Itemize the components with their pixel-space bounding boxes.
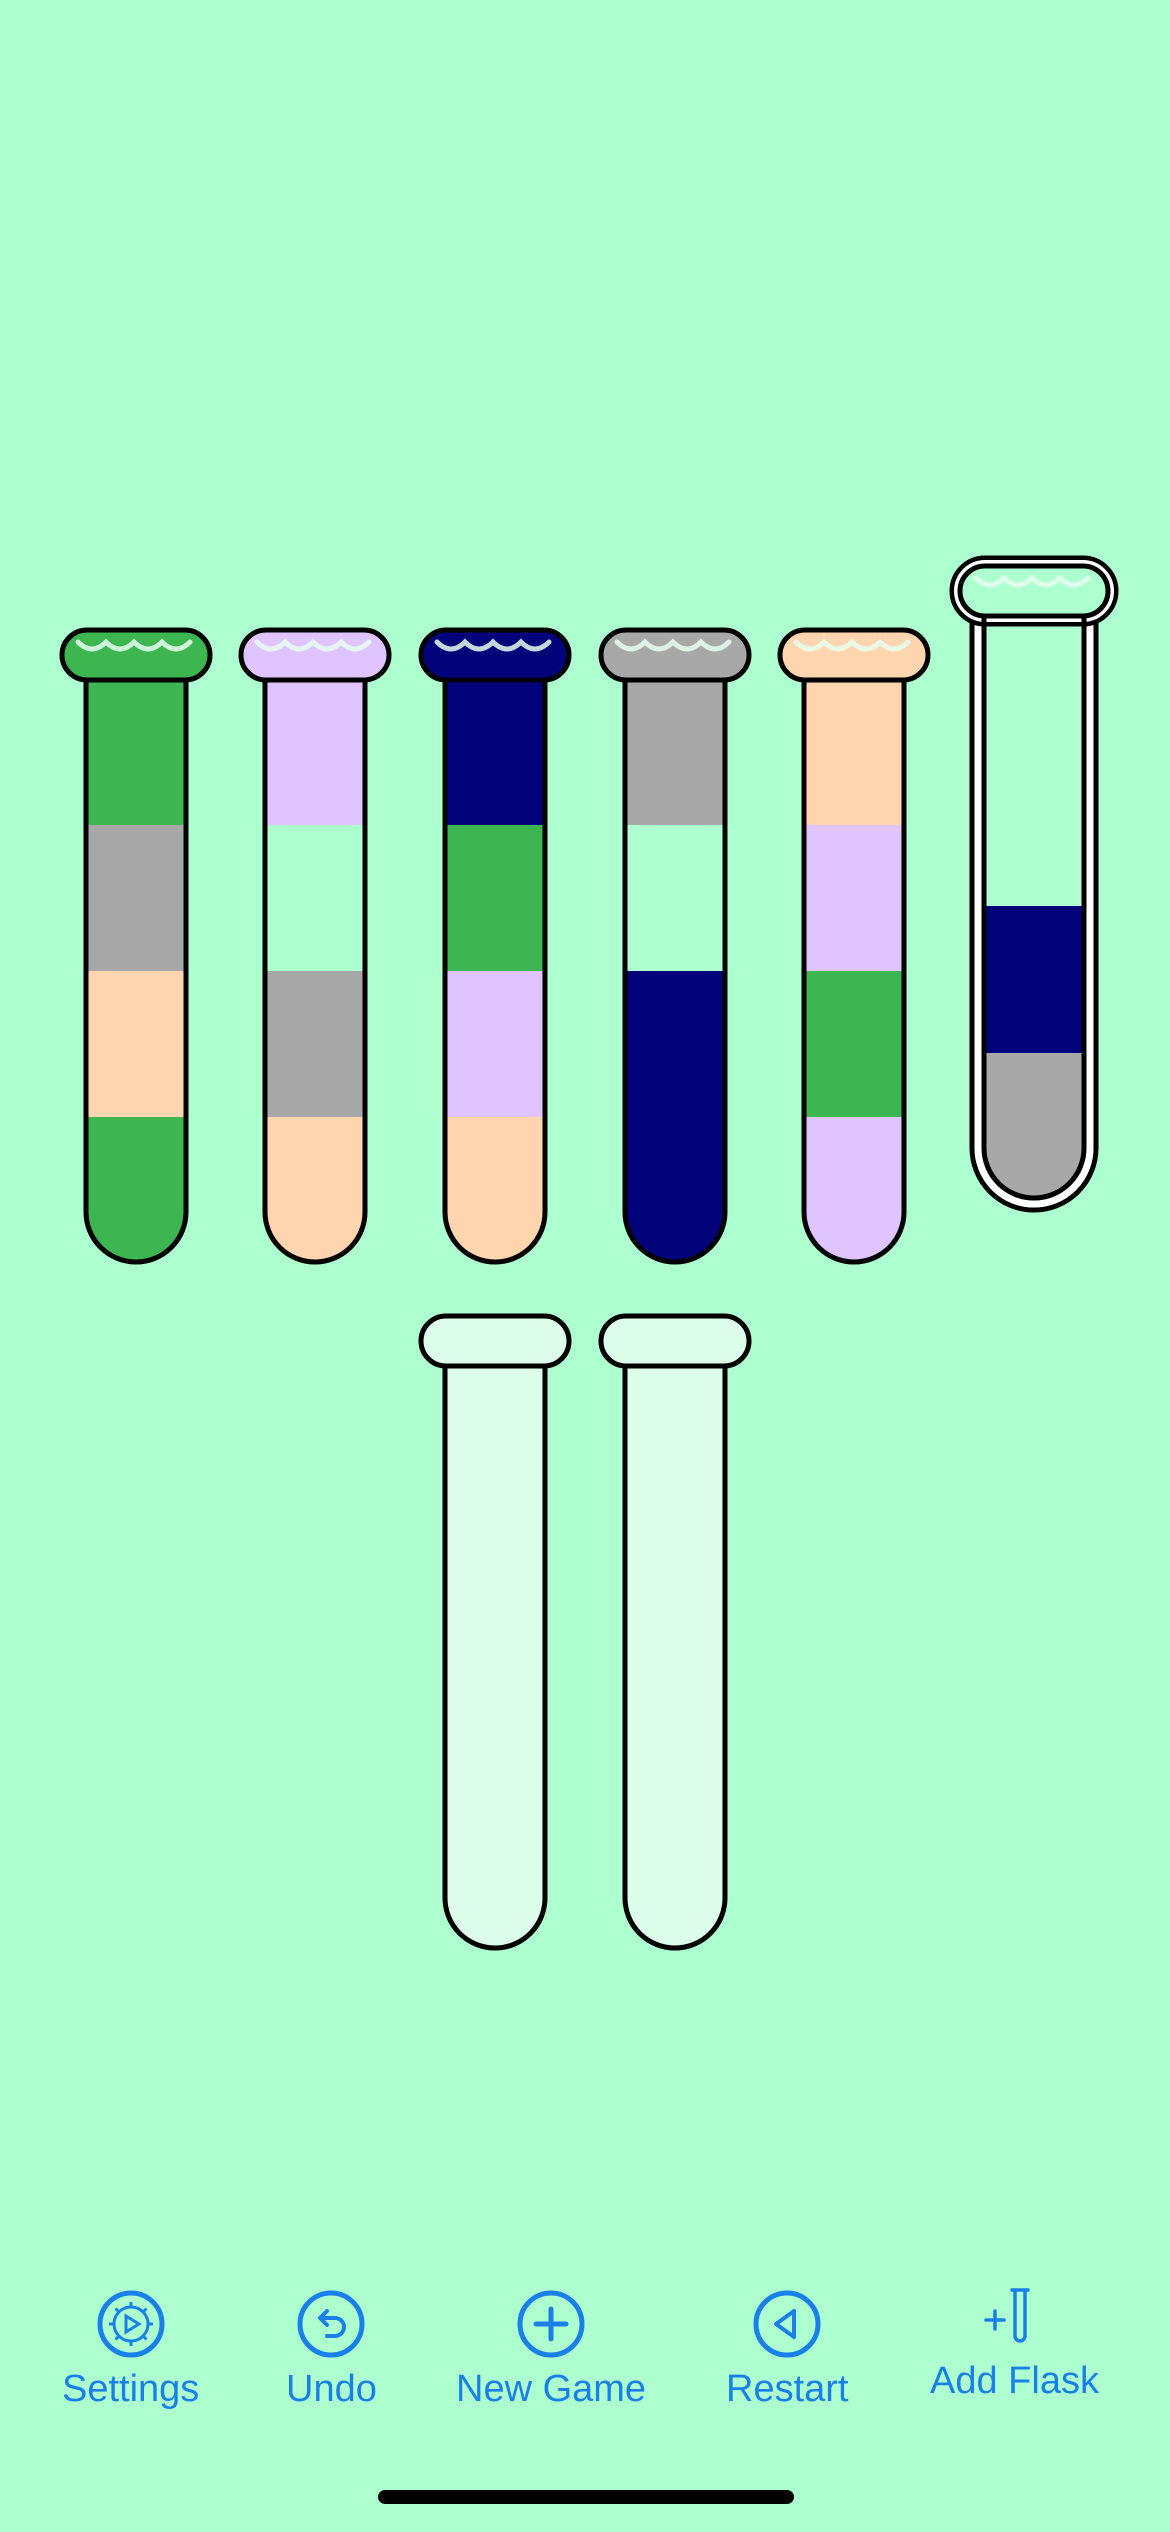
liquid-surface	[973, 574, 1091, 588]
liquid-layer	[445, 678, 545, 825]
liquid-layer	[984, 1052, 1084, 1198]
liquid-layer	[804, 678, 904, 825]
flask-rim	[598, 1313, 752, 1369]
liquid-layer	[445, 1116, 545, 1262]
new-game-label: New Game	[456, 2368, 647, 2410]
restart-label: Restart	[726, 2368, 849, 2410]
plus-circle-icon	[517, 2290, 585, 2358]
flask-2[interactable]	[238, 627, 392, 1265]
liquid-layer	[445, 824, 545, 971]
flask-3[interactable]	[418, 627, 572, 1265]
liquid-layer	[265, 824, 365, 971]
new-game-button[interactable]: New Game	[456, 2290, 646, 2411]
settings-icon	[97, 2290, 165, 2358]
restart-button[interactable]: Restart	[726, 2290, 848, 2411]
liquid-layer	[625, 678, 725, 825]
undo-icon	[297, 2290, 365, 2358]
liquid-surface	[614, 638, 732, 652]
flask-8[interactable]	[598, 1313, 752, 1951]
flask-rim	[238, 627, 392, 683]
undo-button[interactable]: Undo	[286, 2290, 377, 2411]
liquid-layer	[86, 970, 186, 1117]
flask-rim	[59, 627, 213, 683]
liquid-layer	[86, 824, 186, 971]
liquid-surface	[75, 638, 193, 652]
liquid-layer	[804, 970, 904, 1117]
flask-5[interactable]	[777, 627, 931, 1265]
liquid-layer	[804, 824, 904, 971]
liquid-layer	[984, 906, 1084, 1053]
liquid-layer	[625, 1116, 725, 1262]
liquid-layer	[625, 970, 725, 1117]
home-indicator	[378, 2490, 794, 2504]
flask-rim	[418, 1313, 572, 1369]
liquid-surface	[434, 638, 552, 652]
settings-label: Settings	[62, 2368, 200, 2410]
add-flask-icon	[984, 2288, 1031, 2343]
add-flask-button[interactable]: Add Flask	[930, 2282, 1099, 2403]
liquid-layer	[265, 1116, 365, 1262]
flask-rim	[598, 627, 752, 683]
flask-rim	[957, 563, 1111, 619]
liquid-surface	[254, 638, 372, 652]
liquid-layer	[86, 678, 186, 825]
liquid-layer	[445, 970, 545, 1117]
restart-icon	[753, 2290, 821, 2358]
flask-7[interactable]	[418, 1313, 572, 1951]
flask-4[interactable]	[598, 627, 752, 1265]
flask-rim	[418, 627, 572, 683]
add-flask-label: Add Flask	[930, 2360, 1099, 2402]
flask-1[interactable]	[59, 627, 213, 1265]
flask-rim	[777, 627, 931, 683]
liquid-layer	[265, 678, 365, 825]
liquid-layer	[804, 1116, 904, 1262]
settings-button[interactable]: Settings	[62, 2290, 199, 2411]
liquid-layer	[625, 824, 725, 971]
liquid-layer	[86, 1116, 186, 1262]
bottom-toolbar: Settings Undo New Game Restart Add Flas	[0, 2288, 1170, 2450]
liquid-layer	[265, 970, 365, 1117]
undo-label: Undo	[286, 2368, 377, 2410]
flask-6[interactable]	[949, 555, 1119, 1213]
liquid-surface	[793, 638, 911, 652]
